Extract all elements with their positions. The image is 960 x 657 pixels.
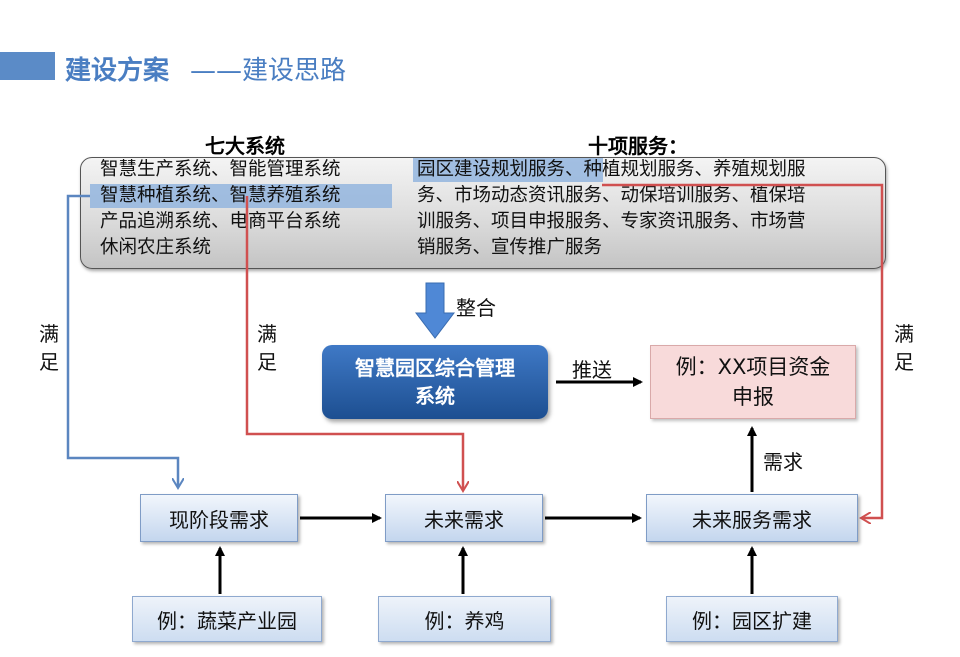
title-accent-bar <box>0 52 55 80</box>
page-subtitle: ——建设思路 <box>190 56 347 86</box>
central-system-line-2: 系统 <box>415 384 455 408</box>
current-need-box: 现阶段需求 <box>140 494 298 542</box>
services-line-1: 园区建设规划服务、种植规划服务、养殖规划服 <box>417 159 806 180</box>
highlight-services <box>413 158 603 182</box>
satisfy-line-blue <box>66 194 178 487</box>
systems-heading: 七大系统 <box>205 134 285 158</box>
systems-line-3: 产品追溯系统、电商平台系统 <box>100 211 341 232</box>
funding-example-box: 例：XX项目资金 申报 <box>650 345 856 419</box>
satisfy-label-right: 满足 <box>894 322 914 374</box>
page-title: 建设方案 <box>65 56 170 86</box>
services-line-3: 训服务、项目申报服务、专家资讯服务、市场营 <box>417 211 806 232</box>
central-system-box: 智慧园区综合管理 系统 <box>322 345 548 419</box>
push-label: 推送 <box>572 358 612 382</box>
highlight-systems <box>90 184 392 208</box>
chicken-example-box: 例：养鸡 <box>378 596 551 642</box>
funding-example-line-1: 例：XX项目资金 <box>675 355 831 379</box>
systems-line-1: 智慧生产系统、智能管理系统 <box>100 159 341 180</box>
funding-example-line-2: 申报 <box>732 385 774 409</box>
services-line-4: 销服务、宣传推广服务 <box>417 237 603 258</box>
future-service-need-box: 未来服务需求 <box>646 494 858 542</box>
satisfy-line-red-left <box>245 196 463 490</box>
services-line-2: 务、市场动态资讯服务、动保培训服务、植保培 <box>417 185 806 206</box>
systems-line-2: 智慧种植系统、智慧养殖系统 <box>100 185 341 206</box>
central-system-line-1: 智慧园区综合管理 <box>355 356 515 380</box>
systems-line-4: 休闲农庄系统 <box>100 237 212 258</box>
future-need-box: 未来需求 <box>385 494 543 542</box>
expansion-example-box: 例：园区扩建 <box>666 596 838 642</box>
satisfy-line-red-right <box>602 183 884 518</box>
satisfy-label-left: 满足 <box>39 322 59 374</box>
integrate-label: 整合 <box>456 296 496 320</box>
demand-label: 需求 <box>763 450 803 474</box>
services-heading: 十项服务： <box>588 134 688 158</box>
satisfy-label-middle: 满足 <box>257 322 277 374</box>
vegetable-example-box: 例：蔬菜产业园 <box>132 596 322 642</box>
integrate-arrow <box>414 282 456 339</box>
